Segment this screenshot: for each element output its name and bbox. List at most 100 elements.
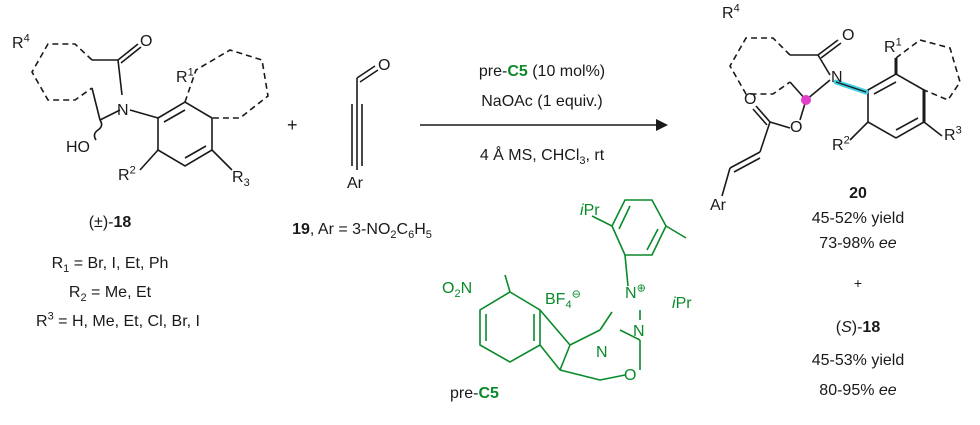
recovered-18-ee: 80-95% ee — [819, 383, 896, 399]
ipr-pr: Pr — [583, 202, 600, 219]
cat-ipr-top: iPr — [580, 203, 600, 219]
r4-index: 4 — [23, 32, 30, 45]
r2-letter: R — [118, 167, 130, 184]
cond-solvent-b: , rt — [585, 147, 605, 164]
ee-unit: ee — [878, 382, 897, 399]
r4-letter: R — [12, 35, 24, 52]
r1-letter: R — [884, 39, 896, 56]
substituent-r2-line: R2 = Me, Et — [68, 284, 152, 305]
r2-letter: R — [832, 137, 844, 154]
stereocenter-highlight — [801, 95, 811, 105]
sub-values: = H, Me, Et, Cl, Br, I — [53, 313, 200, 330]
p20-nitrogen: N — [831, 69, 843, 86]
cond-loading: (10 mol%) — [527, 63, 606, 80]
ipr-i: i — [672, 295, 676, 312]
reactant-19-structure — [351, 65, 379, 170]
p20-r2-label: R2 — [832, 134, 850, 154]
ar-def-sub-a: 2 — [390, 229, 397, 242]
condition-solvent: 4 Å MS, CHCl3, rt — [480, 147, 605, 168]
ee-value: 80-95% — [819, 382, 879, 399]
ar-def-sub-b: 6 — [408, 229, 415, 242]
ar-def-sub-c: 5 — [425, 229, 432, 242]
compound-number-20: 20 — [849, 185, 867, 202]
r3-letter: R — [944, 127, 956, 144]
r3-label: R3 — [232, 169, 250, 190]
ee-value: 73-98% — [819, 235, 879, 252]
r1-index: 1 — [895, 36, 902, 49]
reactant-18-structure — [31, 43, 269, 171]
recovered-18-yield: 45-53% yield — [811, 352, 905, 369]
condition-base: NaOAc (1 equiv.) — [481, 93, 603, 110]
nitro-n: N — [460, 280, 473, 297]
compound-number-18: 18 — [113, 214, 132, 231]
r18-carbonyl-o: O — [140, 33, 153, 50]
product-20-ee: 73-98% ee — [819, 236, 896, 252]
cat-counterion: BF4⊖ — [545, 288, 581, 311]
cond-catalyst-id: C5 — [507, 63, 528, 80]
plus-sign-2: + — [853, 275, 863, 291]
plus-sign-1: + — [287, 115, 298, 135]
n-aryl-bond — [835, 81, 867, 93]
paren-close: )- — [851, 319, 863, 336]
r3-index: 3 — [955, 124, 962, 137]
p20-r4-label: R4 — [722, 3, 740, 22]
cond-solvent-sub: 3 — [579, 155, 586, 168]
p20-r3-label: R3 — [944, 124, 962, 144]
cat-n2: N — [633, 323, 645, 340]
racemic-prefix: (±)- — [88, 214, 114, 231]
p20-r1-label: R1 — [884, 36, 902, 56]
r19-aryl: Ar — [347, 175, 363, 192]
n1-charge: ⊕ — [636, 282, 646, 295]
ee-unit: ee — [878, 235, 897, 252]
sub-values: = Br, I, Et, Ph — [69, 255, 169, 272]
r2-index: 2 — [843, 134, 850, 147]
compound-number-18-recovered: 18 — [862, 319, 881, 336]
ipr-i: i — [580, 202, 584, 219]
sub-name: R — [36, 313, 48, 330]
sub-values: = Me, Et — [86, 284, 152, 301]
nitro-o: O — [442, 280, 455, 297]
product-20-structure — [721, 37, 961, 197]
sub-name: R — [51, 255, 64, 272]
counterion-charge: ⊖ — [571, 288, 581, 301]
cat-oxygen: O — [624, 367, 637, 384]
r1-index: 1 — [187, 66, 194, 79]
cond-pre: pre- — [478, 63, 508, 80]
p20-ester-carbonyl-o: O — [744, 91, 757, 108]
sub-index: 3 — [47, 310, 54, 323]
paren-open: ( — [835, 319, 842, 336]
r1-label: R1 — [176, 66, 194, 86]
ar-def-a: , Ar = 3-NO — [309, 221, 391, 238]
ar-def-b: C — [396, 221, 409, 238]
catalyst-label: pre-C5 — [450, 386, 499, 402]
cat-n3: N — [596, 344, 608, 361]
recovered-18-label: (S)-18 — [836, 320, 880, 336]
reactant-18-label: (±)-18 — [89, 215, 132, 231]
ar-def-c: H — [414, 221, 426, 238]
r4-letter: R — [722, 5, 734, 22]
r1-letter: R — [176, 69, 188, 86]
n1-letter: N — [625, 285, 637, 302]
cat-label-pre: pre- — [450, 385, 479, 402]
reactant-19-label: 19, Ar = 3-NO2C6H5 — [292, 221, 432, 242]
sub-index: 2 — [80, 292, 87, 305]
r3-index: 3 — [243, 177, 250, 190]
r2-index: 2 — [129, 164, 136, 177]
compound-number-19: 19 — [292, 221, 310, 238]
sub-name: R — [68, 284, 81, 301]
substituent-r1-line: R1 = Br, I, Et, Ph — [51, 255, 169, 275]
p20-carbonyl-o: O — [842, 27, 855, 44]
nitro-sub: 2 — [454, 288, 461, 301]
r2-label: R2 — [118, 164, 136, 184]
ipr-pr: Pr — [675, 295, 692, 312]
cat-n1: N⊕ — [625, 282, 646, 302]
cat-label-id: C5 — [478, 385, 499, 402]
cat-nitro-group: O2N — [442, 280, 473, 301]
r3-letter: R — [232, 169, 244, 186]
r4-label: R4 — [12, 32, 30, 52]
r19-aldehyde-o: O — [378, 57, 391, 74]
cat-ipr-bottom: iPr — [672, 296, 692, 312]
condition-catalyst: pre-C5 (10 mol%) — [479, 64, 605, 80]
